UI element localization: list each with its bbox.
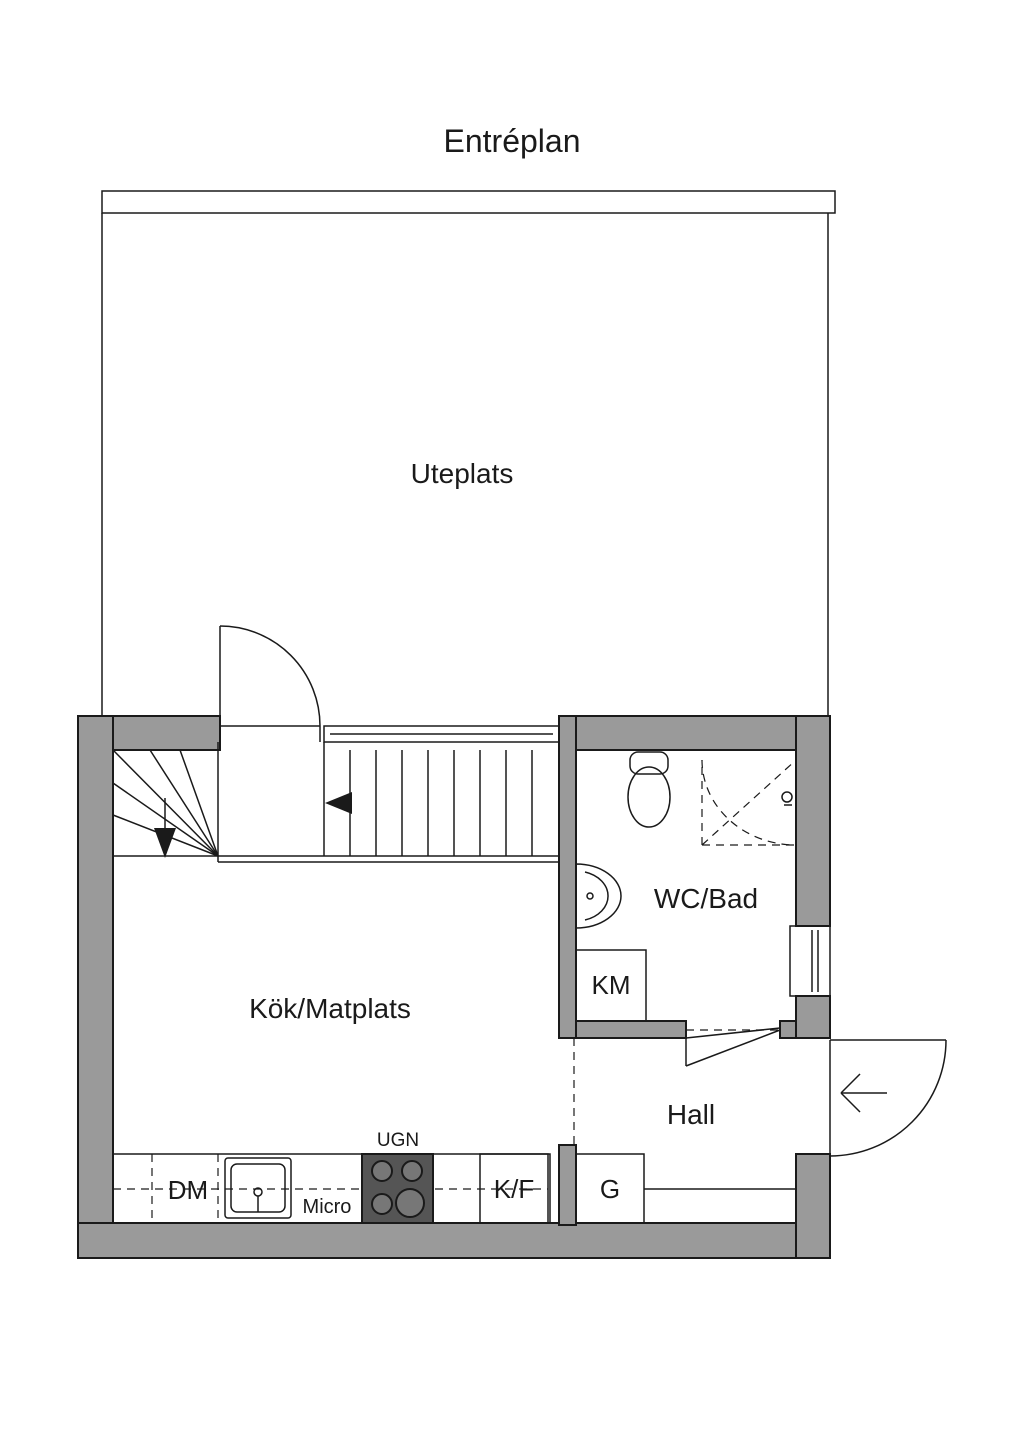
toilet-icon — [629, 751, 669, 775]
staircase — [112, 742, 559, 863]
stair-window — [323, 725, 560, 743]
fixture-label-oven: UGN — [377, 1130, 419, 1151]
fixture-label-wardrobe: G — [600, 1174, 620, 1204]
stove-icon — [361, 1153, 434, 1224]
terrace — [101, 190, 836, 716]
fixture-label-dishwasher: DM — [168, 1175, 208, 1205]
bathroom-fixtures — [575, 751, 831, 1022]
terrace-railing — [101, 190, 836, 214]
bath-window — [789, 925, 831, 997]
outer-walls — [77, 715, 831, 1259]
washbasin-icon — [575, 863, 622, 929]
fixture-label-washer: KM — [592, 970, 631, 1000]
plan-title: Entréplan — [444, 123, 581, 159]
sink-icon — [224, 1157, 292, 1219]
fixture-label-fridge: K/F — [494, 1174, 534, 1204]
kitchen-counter — [112, 1153, 551, 1224]
shower-head-icon — [781, 791, 793, 803]
entry-arrow-icon — [840, 1073, 887, 1113]
room-label-terrace: Uteplats — [411, 458, 514, 489]
entrance-door — [829, 1039, 947, 1157]
stair-arrow-down-icon — [154, 828, 176, 858]
room-label-hall: Hall — [667, 1099, 715, 1130]
stair-arrow-icon — [325, 792, 352, 814]
bath-door — [685, 1027, 781, 1067]
room-label-bath: WC/Bad — [654, 883, 758, 914]
room-label-kitchen: Kök/Matplats — [249, 993, 411, 1024]
terrace-door — [219, 625, 321, 742]
fixture-label-microwave: Micro — [303, 1196, 352, 1218]
hall-wardrobe — [575, 1153, 796, 1224]
